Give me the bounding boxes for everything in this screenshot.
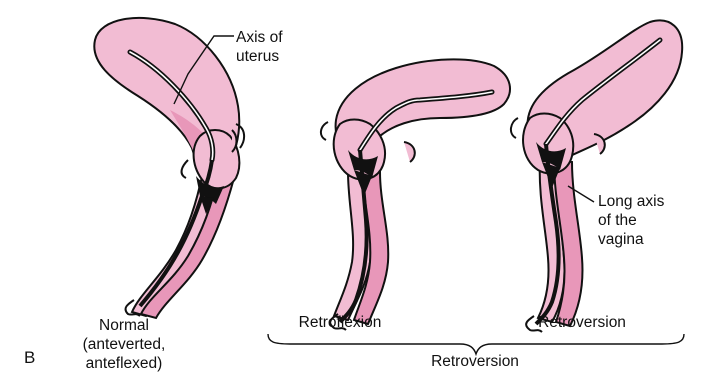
retroversion-label: Retroversion [522, 313, 642, 332]
normal-label-line-3: anteflexed) [64, 354, 184, 373]
long-axis-vagina-line-2: of the [598, 211, 664, 230]
retroversion-group-brace [268, 334, 684, 354]
retroflexion-ligament-left [321, 122, 328, 140]
normal-ligament-left [182, 160, 188, 178]
long-axis-vagina-line-3: vagina [598, 230, 664, 249]
normal-label: Normal (anteverted, anteflexed) [64, 316, 184, 373]
retroflexion-label: Retroflexion [280, 313, 400, 332]
long-axis-vagina-label: Long axis of the vagina [598, 192, 664, 249]
normal-label-line-1: Normal [64, 316, 184, 335]
long-axis-vagina-line-1: Long axis [598, 192, 664, 211]
axis-of-uterus-label: Axis of uterus [236, 28, 283, 66]
figure-letter: B [24, 348, 35, 367]
retroversion-group-label: Retroversion [410, 352, 540, 371]
retroversion-uterus-drawing [511, 20, 682, 332]
retroflexion-ligament-right [404, 142, 415, 162]
axis-of-uterus-line-1: Axis of [236, 28, 283, 47]
normal-label-line-2: (anteverted, [64, 335, 184, 354]
retroflexion-uterus-drawing [321, 59, 510, 330]
axis-of-uterus-line-2: uterus [236, 47, 283, 66]
normal-uterus-drawing [94, 18, 244, 318]
retroversion-ligament-left [511, 118, 518, 138]
